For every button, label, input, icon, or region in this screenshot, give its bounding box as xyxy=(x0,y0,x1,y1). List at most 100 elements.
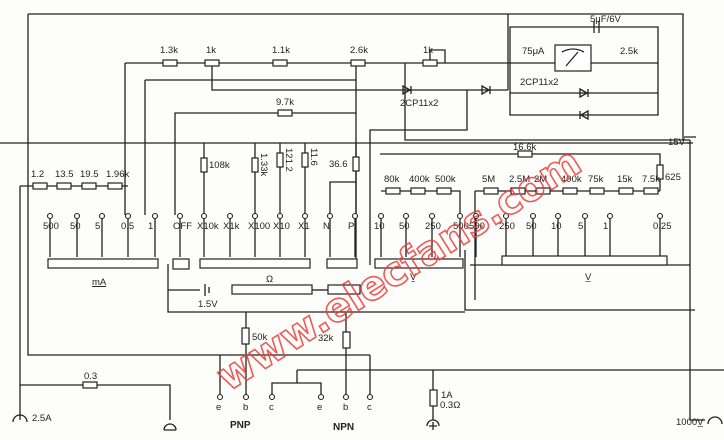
ma-terminal[interactable] xyxy=(151,212,159,220)
range-switch xyxy=(47,255,668,407)
diode-icon xyxy=(402,84,412,96)
label-r-9-7k: 9.7k xyxy=(276,97,294,108)
battery-1-5v-icon xyxy=(204,284,210,296)
ma-terminal[interactable] xyxy=(98,212,106,220)
npn-c-socket[interactable] xyxy=(366,393,374,401)
jack-common-icon[interactable] xyxy=(163,423,177,431)
acv-terminal-label: 10 xyxy=(374,221,385,232)
switch-bar-ma[interactable] xyxy=(47,258,159,269)
ohm-resistor-label: 1.33k xyxy=(258,153,269,176)
ma-terminal-label: 1 xyxy=(148,221,153,232)
jack-2-5a-icon[interactable] xyxy=(12,414,28,423)
label-cap: 5μF/6V xyxy=(590,14,621,25)
dcv-resistor-label: 400k xyxy=(561,174,582,185)
npn-b-socket[interactable] xyxy=(342,393,350,401)
acv-terminal-label: 50 xyxy=(399,221,410,232)
label-2-5a: 2.5A xyxy=(32,413,52,424)
ohm-resistor xyxy=(200,157,208,173)
ohm-resistor xyxy=(251,157,259,173)
dcv-resistor xyxy=(483,187,499,195)
ma-terminal[interactable] xyxy=(46,212,54,220)
ohm-terminal-label: N xyxy=(323,221,330,232)
jack-1000v-icon[interactable] xyxy=(707,416,723,425)
dcv-terminal-label: 0.25 xyxy=(653,221,672,232)
ohm-terminal-label: P xyxy=(348,221,354,232)
ohm-terminal[interactable] xyxy=(226,212,234,220)
ohm-terminal[interactable] xyxy=(251,212,259,220)
dcv-resistor-label: 7.5k xyxy=(642,174,660,185)
label-pot-1k-b: 1k xyxy=(423,45,433,56)
label-meter: 75μA xyxy=(522,46,545,57)
dcv-resistor-label: 15k xyxy=(617,174,633,185)
ohm-resistor xyxy=(352,156,360,172)
ma-shunt-label: 1.2 xyxy=(31,169,44,180)
ma-terminal[interactable] xyxy=(124,212,132,220)
resistor-9-7k xyxy=(277,109,293,117)
label-ma: mA xyxy=(92,277,107,288)
pin-label: c xyxy=(367,402,372,413)
jack-plus-icon[interactable] xyxy=(426,419,440,430)
ohm-terminal[interactable] xyxy=(351,212,359,220)
ma-shunt xyxy=(81,182,97,190)
resistor-32k xyxy=(342,331,351,349)
label-pot-2-6k: 2.6k xyxy=(350,45,368,56)
dcv-terminal[interactable] xyxy=(656,212,664,220)
switch-bar-ohm-left[interactable] xyxy=(199,258,311,269)
acv-resistor-label: 400k xyxy=(409,174,430,185)
dcv-terminal-label: 10 xyxy=(551,221,562,232)
label-r-32k: 32k xyxy=(318,333,334,344)
label-1-5v: 1.5V xyxy=(198,299,218,310)
acv-resistor xyxy=(436,187,452,195)
switch-contact[interactable] xyxy=(326,258,358,269)
switch-bar-acv[interactable] xyxy=(374,258,464,269)
ma-terminal[interactable] xyxy=(176,212,184,220)
pin-label: b xyxy=(343,402,348,413)
label-r-16-6k: 16.6k xyxy=(513,142,536,153)
acv-terminal[interactable] xyxy=(402,212,410,220)
ohm-terminal-label: X10 xyxy=(273,221,290,232)
ohm-terminal[interactable] xyxy=(301,212,309,220)
ohm-terminal[interactable] xyxy=(200,212,208,220)
pnp-c-socket[interactable] xyxy=(268,393,276,401)
dcv-terminal[interactable] xyxy=(606,212,614,220)
pnp-e-socket[interactable] xyxy=(216,393,224,401)
label-acv: V̰ xyxy=(410,272,417,283)
dcv-terminal[interactable] xyxy=(581,212,589,220)
ohm-terminal[interactable] xyxy=(326,212,334,220)
pot-1k-zero-adjust xyxy=(422,59,438,67)
label-dcv: V̲ xyxy=(585,272,592,283)
ma-terminal-label: 50 xyxy=(70,221,81,232)
dcv-resistor xyxy=(618,187,634,195)
label-pot-1k: 1k xyxy=(206,45,216,56)
pin-label: e xyxy=(317,402,322,413)
label-diodes-a: 2CP11x2 xyxy=(400,98,438,109)
resistor-16-6k xyxy=(517,150,533,158)
diode-icon xyxy=(579,87,589,99)
label-1000v: 1000V̲ xyxy=(676,417,704,428)
dcv-resistor-label: 5M xyxy=(482,174,495,185)
ma-terminal-label: OFF xyxy=(173,221,192,232)
acv-terminal[interactable] xyxy=(428,212,436,220)
pnp-b-socket[interactable] xyxy=(242,393,250,401)
switch-bar-ohm[interactable] xyxy=(231,284,313,295)
switch-contact[interactable] xyxy=(172,258,190,270)
ma-shunt-label: 13.5 xyxy=(55,169,74,180)
npn-e-socket[interactable] xyxy=(317,393,325,401)
ma-terminal[interactable] xyxy=(73,212,81,220)
acv-resistor xyxy=(410,187,426,195)
label-r-0-3: 0.3 xyxy=(84,371,97,382)
switch-bar-dcv[interactable] xyxy=(501,255,668,266)
ma-shunt-label: 19.5 xyxy=(80,169,99,180)
dcv-resistor xyxy=(562,187,578,195)
dcv-resistor-label: 2.5M xyxy=(509,174,530,185)
diode-icon xyxy=(481,84,491,96)
ohm-terminal-label: X1k xyxy=(223,221,240,232)
ohm-terminal[interactable] xyxy=(276,212,284,220)
dcv-terminal-label: 500 xyxy=(469,221,485,232)
dcv-terminal[interactable] xyxy=(554,212,562,220)
ma-shunt xyxy=(107,182,123,190)
acv-terminal[interactable] xyxy=(377,212,385,220)
pin-label: c xyxy=(269,402,274,413)
ohm-terminal-label: X10k xyxy=(197,221,219,232)
